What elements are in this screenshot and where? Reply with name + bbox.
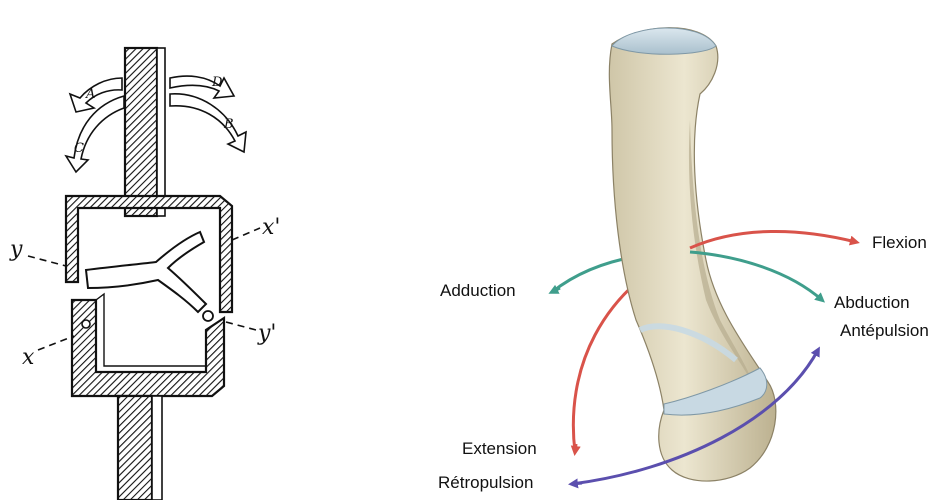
- label-extension: Extension: [462, 439, 537, 458]
- label-adduction: Adduction: [440, 281, 516, 300]
- axis-label-x-prime: x': [262, 215, 280, 240]
- arrow-label-c: C: [74, 141, 84, 156]
- adduction-arrowhead-line: [552, 288, 560, 292]
- lower-yoke: [72, 300, 224, 396]
- pivot-pin: [203, 311, 213, 321]
- label-retropulsion: Rétropulsion: [438, 473, 533, 492]
- extension-arrowhead-line: [575, 444, 576, 452]
- arrow-label-d: D: [211, 75, 223, 90]
- label-flexion: Flexion: [872, 233, 927, 252]
- label-abduction: Abduction: [834, 293, 910, 312]
- upper-shaft: [125, 48, 157, 216]
- arrow-b-shape: [170, 94, 246, 152]
- lower-shaft: [118, 396, 152, 500]
- axis-label-y-prime: y': [257, 321, 276, 346]
- arrow-label-b: B: [223, 117, 234, 132]
- arrow-label-a: A: [85, 87, 95, 102]
- flexion-arc-front: [690, 231, 856, 248]
- axis-label-x: x: [22, 345, 35, 370]
- label-antepulsion: Antépulsion: [840, 321, 929, 340]
- retropulsion-arrowhead-line: [572, 483, 582, 484]
- universal-joint-sketch: A B C D y x' x y': [9, 48, 280, 500]
- metacarpal-illustration: Flexion Adduction Abduction Antépulsion …: [438, 28, 929, 492]
- bone-head-cap: [612, 28, 716, 54]
- axis-label-y: y: [9, 237, 23, 262]
